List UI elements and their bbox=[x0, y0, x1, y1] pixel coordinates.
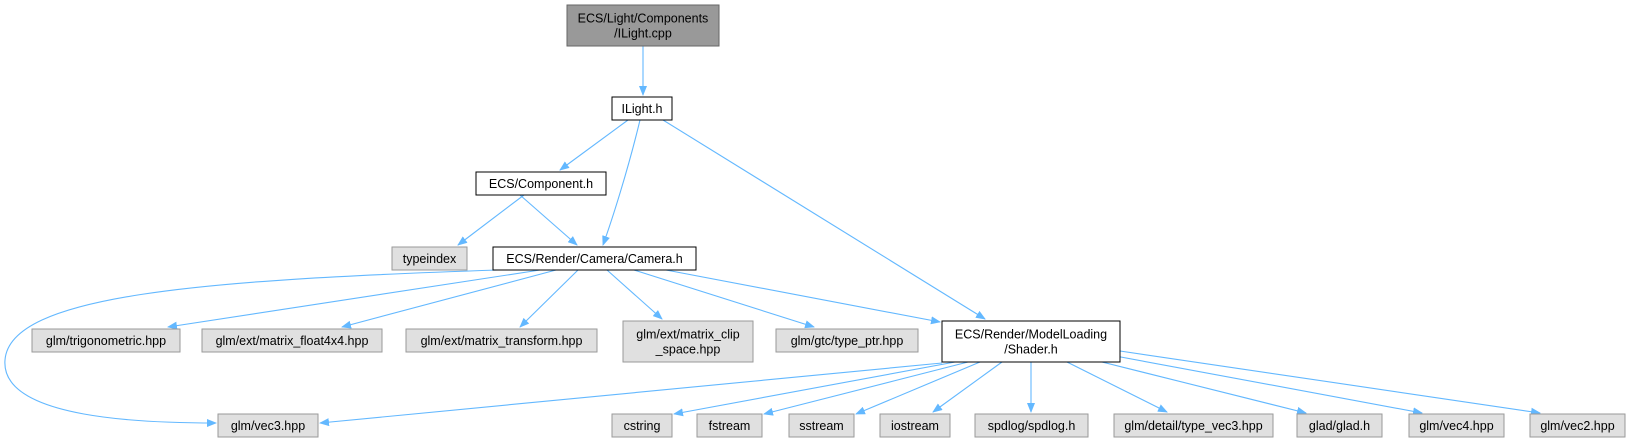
node-component_h[interactable]: ECS/Component.h bbox=[475, 171, 607, 196]
node-box bbox=[217, 413, 319, 438]
node-type_ptr[interactable]: glm/gtc/type_ptr.hpp bbox=[775, 328, 919, 353]
edge-shader_h-to-cstring bbox=[673, 361, 956, 417]
node-box bbox=[475, 171, 607, 196]
node-box bbox=[696, 413, 763, 438]
edge-camera_h-to-type_ptr bbox=[633, 269, 815, 329]
node-ilight_h[interactable]: ILight.h bbox=[611, 96, 673, 121]
node-box bbox=[622, 320, 754, 363]
edge-camera_h-to-shader_h bbox=[665, 269, 941, 325]
node-label: glm/gtc/type_ptr.hpp bbox=[791, 334, 904, 348]
node-cstring[interactable]: cstring bbox=[611, 413, 673, 438]
node-label: ILight.h bbox=[621, 102, 662, 116]
node-box bbox=[1296, 413, 1383, 438]
node-vec4[interactable]: glm/vec4.hpp bbox=[1408, 413, 1505, 438]
node-label: glm/detail/type_vec3.hpp bbox=[1124, 419, 1262, 433]
node-box bbox=[974, 413, 1089, 438]
edge-shader_h-to-type_vec3 bbox=[1066, 361, 1168, 413]
node-label: glm/vec3.hpp bbox=[231, 419, 305, 433]
node-typeindex[interactable]: typeindex bbox=[391, 246, 468, 271]
edges-layer bbox=[4, 46, 1541, 427]
edge-camera_h-to-vec3 bbox=[4, 269, 499, 427]
node-box bbox=[391, 246, 468, 271]
node-label: _space.hpp bbox=[655, 343, 721, 357]
node-label: glad/glad.h bbox=[1309, 419, 1370, 433]
nodes-layer: ECS/Light/Components/ILight.cppILight.hE… bbox=[31, 4, 1626, 438]
edge-shader_h-to-vec4 bbox=[1109, 354, 1423, 416]
node-label: ECS/Component.h bbox=[489, 177, 593, 191]
edge-camera_h-to-matrix_transform bbox=[519, 269, 579, 328]
edge-ilight_h-to-shader_h bbox=[662, 119, 986, 320]
node-box bbox=[405, 328, 598, 353]
node-ilight_cpp: ECS/Light/Components/ILight.cpp bbox=[566, 4, 720, 47]
node-matrix_float4x4[interactable]: glm/ext/matrix_float4x4.hpp bbox=[201, 328, 383, 353]
node-label: sstream bbox=[799, 419, 843, 433]
node-vec2[interactable]: glm/vec2.hpp bbox=[1529, 413, 1626, 438]
node-label: glm/vec4.hpp bbox=[1419, 419, 1493, 433]
node-label: glm/ext/matrix_clip bbox=[636, 328, 740, 342]
node-label: typeindex bbox=[403, 252, 457, 266]
edge-shader_h-to-vec3 bbox=[319, 362, 943, 427]
node-label: ECS/Light/Components bbox=[578, 12, 709, 26]
edge-shader_h-to-vec2 bbox=[1119, 350, 1541, 416]
node-label: glm/ext/matrix_transform.hpp bbox=[421, 334, 583, 348]
node-label: /ILight.cpp bbox=[614, 27, 672, 41]
node-label: spdlog/spdlog.h bbox=[988, 419, 1076, 433]
node-label: ECS/Render/Camera/Camera.h bbox=[506, 252, 683, 266]
node-box bbox=[1529, 413, 1626, 438]
node-label: glm/trigonometric.hpp bbox=[46, 334, 166, 348]
node-trigonometric[interactable]: glm/trigonometric.hpp bbox=[31, 328, 181, 353]
node-fstream[interactable]: fstream bbox=[696, 413, 763, 438]
node-box bbox=[566, 4, 720, 47]
node-glad[interactable]: glad/glad.h bbox=[1296, 413, 1383, 438]
edge-camera_h-to-matrix_float4x4 bbox=[341, 269, 557, 329]
edge-ilight_h-to-camera_h bbox=[602, 119, 641, 246]
node-box bbox=[1408, 413, 1505, 438]
edge-shader_h-to-fstream bbox=[763, 361, 969, 416]
node-box bbox=[1113, 413, 1274, 438]
node-box bbox=[879, 413, 951, 438]
edge-shader_h-to-sstream bbox=[855, 361, 981, 415]
node-box bbox=[492, 246, 697, 271]
edge-component_h-to-camera_h bbox=[519, 194, 578, 246]
node-label: cstring bbox=[624, 419, 661, 433]
node-label: glm/vec2.hpp bbox=[1540, 419, 1614, 433]
node-label: fstream bbox=[709, 419, 751, 433]
node-matrix_clip_space[interactable]: glm/ext/matrix_clip_space.hpp bbox=[622, 320, 754, 363]
node-box bbox=[201, 328, 383, 353]
node-iostream[interactable]: iostream bbox=[879, 413, 951, 438]
node-label: iostream bbox=[891, 419, 939, 433]
node-vec3[interactable]: glm/vec3.hpp bbox=[217, 413, 319, 438]
node-label: glm/ext/matrix_float4x4.hpp bbox=[216, 334, 369, 348]
node-box bbox=[775, 328, 919, 353]
edge-camera_h-to-matrix_clip_space bbox=[606, 269, 663, 320]
edge-camera_h-to-trigonometric bbox=[167, 269, 541, 330]
node-box bbox=[611, 96, 673, 121]
node-shader_h[interactable]: ECS/Render/ModelLoading/Shader.h bbox=[941, 320, 1121, 363]
node-camera_h[interactable]: ECS/Render/Camera/Camera.h bbox=[492, 246, 697, 271]
node-matrix_transform[interactable]: glm/ext/matrix_transform.hpp bbox=[405, 328, 598, 353]
node-box bbox=[31, 328, 181, 353]
node-type_vec3[interactable]: glm/detail/type_vec3.hpp bbox=[1113, 413, 1274, 438]
node-box bbox=[788, 413, 855, 438]
edge-shader_h-to-glad bbox=[1089, 358, 1307, 415]
node-label: ECS/Render/ModelLoading bbox=[955, 328, 1107, 342]
node-box bbox=[611, 413, 673, 438]
node-sstream[interactable]: sstream bbox=[788, 413, 855, 438]
node-spdlog[interactable]: spdlog/spdlog.h bbox=[974, 413, 1089, 438]
edge-ilight_h-to-component_h bbox=[559, 119, 629, 171]
node-box bbox=[941, 320, 1121, 363]
edge-component_h-to-typeindex bbox=[457, 194, 525, 246]
node-label: /Shader.h bbox=[1004, 343, 1058, 357]
edge-shader_h-to-iostream bbox=[932, 361, 1003, 413]
